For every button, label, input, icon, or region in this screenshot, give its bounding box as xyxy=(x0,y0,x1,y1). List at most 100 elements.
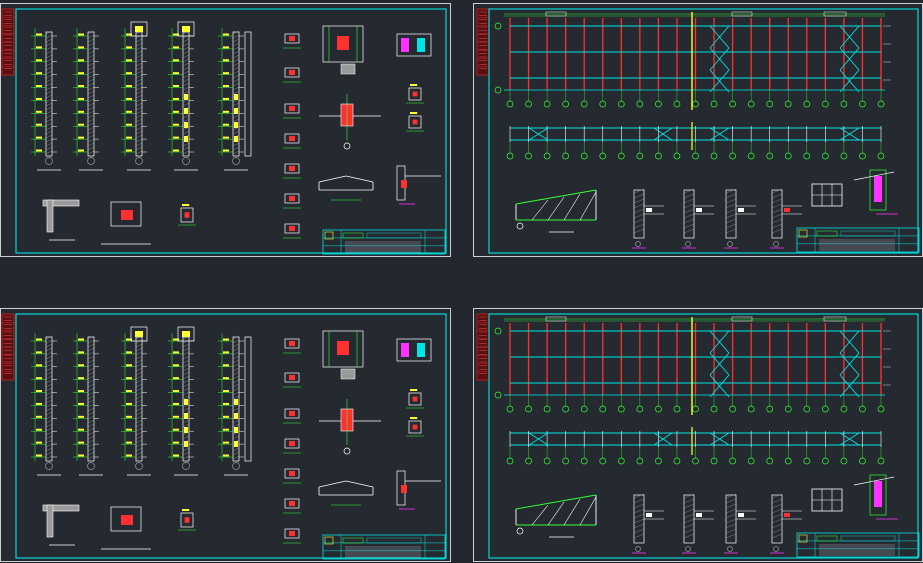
section-core xyxy=(412,91,418,97)
column-hatch xyxy=(135,122,143,127)
truss-chord xyxy=(515,494,597,510)
sheet-column-details-top[interactable] xyxy=(0,3,451,257)
truss-web xyxy=(563,193,581,221)
wall-fill xyxy=(401,343,409,357)
tag-outline xyxy=(284,438,300,449)
column-hatch xyxy=(135,46,143,51)
embed-plate xyxy=(184,427,188,433)
embed-plate xyxy=(234,413,238,419)
column-hatch xyxy=(87,54,95,59)
tag-core xyxy=(289,196,295,201)
gutter-detail xyxy=(396,470,441,510)
column-hatch xyxy=(182,339,190,344)
level-label xyxy=(223,428,229,431)
column-hatch xyxy=(87,94,95,99)
section-detail xyxy=(406,112,424,132)
connection-hatch xyxy=(683,503,695,509)
column-hatch xyxy=(45,415,53,420)
level-label xyxy=(223,123,229,126)
wall-outline xyxy=(396,338,432,362)
cross-brace xyxy=(839,330,860,354)
column-hatch xyxy=(87,439,95,444)
section-tag xyxy=(283,498,301,514)
column-hatch xyxy=(135,110,143,115)
wall-detail xyxy=(396,33,432,57)
plan-brace xyxy=(653,432,673,446)
roof-truss-detail xyxy=(318,480,374,506)
connection-hatch xyxy=(633,508,645,514)
sheet-frame-elevation-bottom[interactable] xyxy=(473,308,923,562)
level-label xyxy=(36,123,42,126)
section-core xyxy=(184,517,190,523)
column-hatch xyxy=(45,451,53,456)
column-hatch xyxy=(182,375,190,380)
sheet-column-details-bottom[interactable] xyxy=(0,308,451,562)
connection-bolt xyxy=(696,208,702,212)
column-hatch xyxy=(232,383,240,388)
grid-axis-bubble-icon xyxy=(747,405,755,413)
embed-plate xyxy=(234,94,238,100)
joint-detail-middle xyxy=(319,94,381,150)
section-core xyxy=(412,396,418,402)
column-hatch xyxy=(182,343,190,348)
level-label xyxy=(78,402,84,405)
joint-base xyxy=(340,63,356,75)
joint-core xyxy=(337,36,349,50)
column-hatch xyxy=(45,375,53,380)
grid-axis-bubble-icon xyxy=(692,152,699,160)
level-label xyxy=(223,454,229,457)
column-hatch xyxy=(232,38,240,43)
connection-hatch xyxy=(771,533,783,539)
truss-axis-bubble-icon xyxy=(516,527,524,535)
column-hatch xyxy=(135,387,143,392)
title-block-field xyxy=(366,537,422,544)
grid-axis-bubble-icon xyxy=(803,152,811,160)
base-plate-detail xyxy=(101,506,151,550)
level-label xyxy=(126,123,132,126)
column-hatch xyxy=(45,106,53,111)
column-head-detail xyxy=(177,21,195,37)
column-hatch xyxy=(87,399,95,404)
column-head-fill xyxy=(182,26,190,32)
grid-axis-bubble-icon xyxy=(617,152,625,160)
column-hatch xyxy=(45,86,53,91)
joint-outline xyxy=(322,330,364,368)
grid-axis-bubble-icon xyxy=(822,405,829,413)
column-hatch xyxy=(87,335,95,340)
column-hatch xyxy=(87,395,95,400)
grid-axis-bubble-icon xyxy=(543,152,551,160)
column-hatch xyxy=(87,379,95,384)
column-head-fill xyxy=(135,26,143,32)
grid-axis-bubble-icon xyxy=(543,457,551,465)
column-hatch xyxy=(45,62,53,67)
level-label xyxy=(223,97,229,100)
level-label xyxy=(223,402,229,405)
column-hatch xyxy=(232,118,240,123)
column-hatch xyxy=(87,82,95,87)
level-label xyxy=(126,428,132,431)
level-label xyxy=(173,338,179,341)
grid-axis-bubble-icon xyxy=(562,100,570,108)
truss-web xyxy=(547,501,565,526)
tag-outline xyxy=(284,163,300,174)
level-label xyxy=(126,72,132,75)
section-tag xyxy=(283,67,301,83)
column-hatch xyxy=(45,118,53,123)
joint-outline xyxy=(322,25,364,63)
grid-axis-bubble-icon xyxy=(506,152,514,160)
column-hatch xyxy=(45,335,53,340)
grid-axis-bubble-icon xyxy=(673,457,681,465)
connection-hatch xyxy=(771,213,783,219)
base-core xyxy=(121,515,133,525)
column-hatch xyxy=(87,146,95,151)
cross-brace xyxy=(839,47,860,71)
column-hatch xyxy=(135,114,143,119)
section-core xyxy=(184,212,190,218)
level-label xyxy=(173,46,179,49)
wall-outline xyxy=(396,33,432,57)
level-label xyxy=(223,364,229,367)
sheet-frame-elevation-top[interactable] xyxy=(473,3,923,257)
grid-axis-bubble-icon xyxy=(692,457,699,465)
section-tag xyxy=(283,193,301,209)
connection-hatch xyxy=(725,228,737,234)
